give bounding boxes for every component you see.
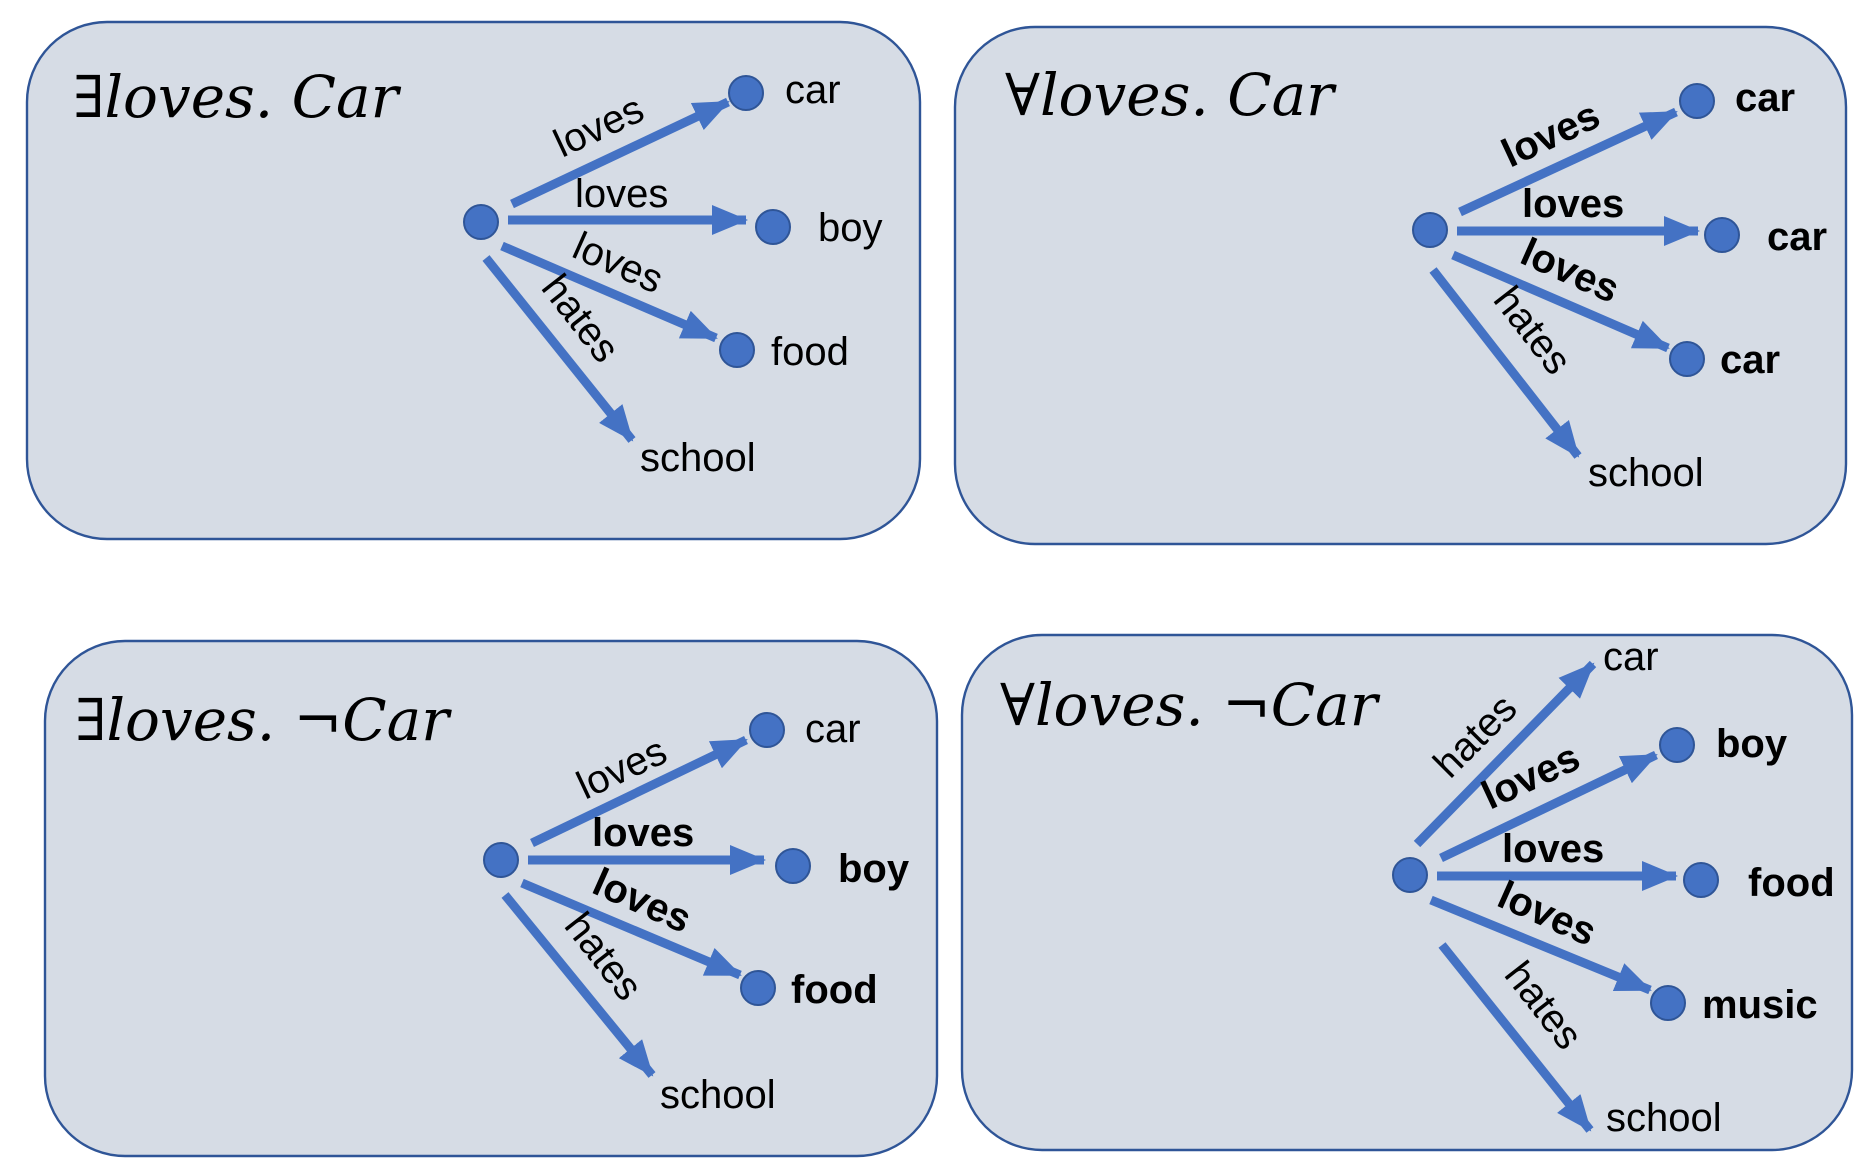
panel-exists-loves-not-car: ∃loves. ¬Car loves car loves boy loves f… [43,639,939,1158]
target-label: food [1748,861,1835,905]
panel-title: ∃loves. Car [73,63,402,131]
panel-exists-loves-car: ∃loves. Car loves car loves boy loves fo… [25,20,922,541]
target-node [1704,217,1740,253]
target-node [728,75,764,111]
target-label: food [791,968,878,1012]
target-label: car [1603,635,1659,679]
source-node [1412,212,1448,248]
source-node [1392,857,1428,893]
edge-arrow [1439,750,1658,863]
target-node [749,712,785,748]
edge-arrow [1429,895,1652,995]
edge-arrow [1451,250,1670,353]
target-node [740,970,776,1006]
edge-arrow [500,241,718,343]
source-node [483,842,519,878]
panel-frame [25,20,922,541]
target-label: boy [818,206,883,250]
target-label: car [805,707,861,751]
target-node [775,848,811,884]
edge-arrow [1458,107,1678,217]
target-label: car [785,68,841,112]
edge-arrow [1413,660,1597,848]
panel-title: ∀loves. Car [1005,61,1337,129]
panel-forall-loves-car: ∀loves. Car loves car loves car loves ca… [953,25,1848,546]
target-label: music [1702,983,1818,1027]
target-label: boy [838,847,910,891]
target-node [755,209,791,245]
panel-frame [953,25,1848,546]
source-node [463,204,499,240]
target-node [1679,83,1715,119]
target-label: car [1720,338,1780,382]
panel-title: ∀loves. ¬Car [1000,671,1381,739]
target-node [1669,341,1705,377]
edge-label: loves [1502,827,1604,871]
target-node [1659,727,1695,763]
edge-arrow [1429,267,1582,459]
edge-label: loves [1522,182,1624,226]
edge-arrow [501,892,656,1078]
target-label: boy [1716,722,1788,766]
target-label: car [1735,76,1795,120]
edge-arrow [510,97,730,209]
edge-arrow [520,878,742,980]
target-label: school [1606,1096,1722,1140]
target-node [1683,862,1719,898]
target-label: food [771,330,849,374]
target-label: school [640,436,756,480]
panel-forall-loves-not-car: ∀loves. ¬Car hates car loves boy loves f… [960,633,1854,1152]
target-node [719,332,755,368]
target-node [1650,985,1686,1021]
edge-label: loves [575,172,668,216]
edge-arrow [530,735,748,848]
target-label: school [1588,451,1704,495]
target-label: car [1767,215,1827,259]
target-label: school [660,1073,776,1117]
panel-title: ∃loves. ¬Car [75,686,452,754]
edge-label: loves [592,811,694,855]
edge-arrow [1438,942,1594,1133]
panel-frame [43,639,939,1158]
edge-arrow [482,255,636,443]
